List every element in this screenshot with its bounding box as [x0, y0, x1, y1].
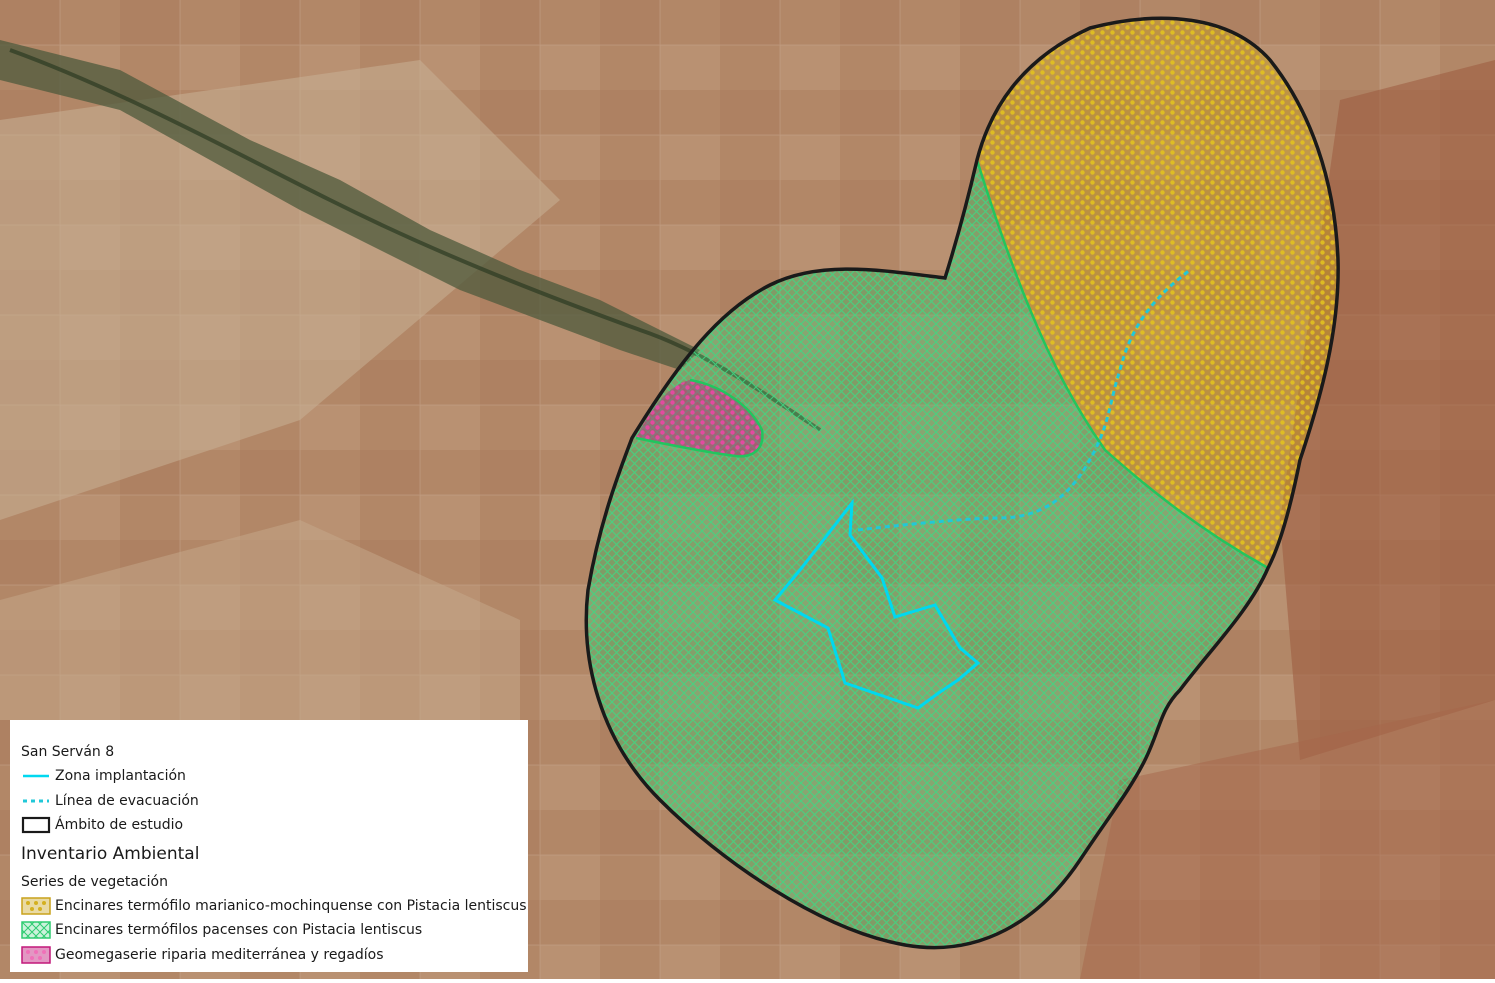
- dot-pattern-pink-icon: [21, 946, 51, 964]
- legend-label-ambito-estudio: Ámbito de estudio: [55, 817, 184, 834]
- zona-implantacion-polygon: [772, 498, 981, 710]
- dashed-line-symbol-icon: [21, 792, 51, 810]
- legend-item-linea-evacuacion: Línea de evacuación: [21, 789, 528, 814]
- linea-evacuacion-line: [857, 268, 1191, 532]
- ambito-estudio-boundary: [584, 16, 1340, 950]
- legend-series-subtitle: Series de vegetación: [21, 873, 168, 890]
- legend-label-linea-evacuacion: Línea de evacuación: [55, 792, 199, 809]
- line-symbol-icon: [21, 767, 51, 785]
- legend-item-encinares-pacenses: Encinares termófilos pacenses con Pistac…: [21, 918, 528, 943]
- legend-item-geomegaserie: Geomegaserie riparia mediterránea y rega…: [21, 943, 528, 968]
- legend-item-encinares-marianico: Encinares termófilo marianico-mochinquen…: [21, 894, 528, 919]
- legend-label-encinares-marianico: Encinares termófilo marianico-mochinquen…: [55, 897, 527, 914]
- crosshatch-pattern-symbol-icon: [21, 921, 51, 939]
- encinares-pacenses-hatch: [586, 160, 1268, 948]
- legend-item-zona-implantacion: Zona implantación: [21, 764, 528, 789]
- legend-label-zona-implantacion: Zona implantación: [55, 768, 186, 785]
- pale-fields-west: [0, 60, 560, 520]
- encinares-marianico-dots: [977, 18, 1339, 568]
- red-soil-south: [1080, 700, 1495, 979]
- geomegaserie-dots: [636, 380, 763, 457]
- dot-pattern-yellow-icon: [21, 897, 51, 915]
- legend-project-title: San Serván 8: [21, 744, 115, 760]
- series-boundary-east: [975, 159, 1269, 570]
- pale-fields-southwest: [0, 520, 520, 720]
- map-legend: San Serván 8 Zona implantación Línea de …: [10, 720, 528, 972]
- series-boundary-west: [635, 378, 764, 458]
- legend-inventario-title: Inventario Ambiental: [21, 843, 200, 864]
- legend-label-geomegaserie: Geomegaserie riparia mediterránea y rega…: [55, 946, 384, 963]
- rectangle-outline-symbol-icon: [21, 816, 51, 834]
- legend-label-encinares-pacenses: Encinares termófilos pacenses con Pistac…: [55, 922, 423, 939]
- legend-item-ambito-estudio: Ámbito de estudio: [21, 813, 528, 838]
